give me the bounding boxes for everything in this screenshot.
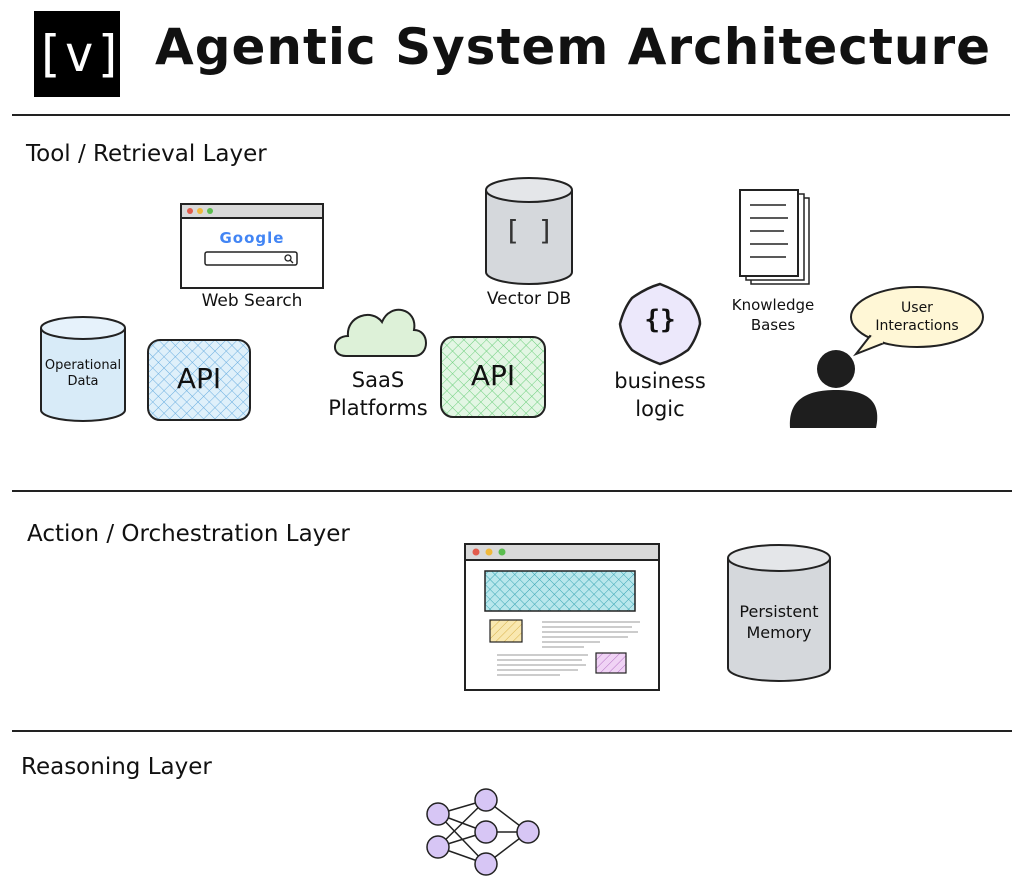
user-person-icon	[789, 350, 878, 428]
user-bubble-line2: Interactions	[875, 318, 959, 334]
saas-label-line1: SaaS	[351, 368, 405, 392]
neural-network-icon	[426, 788, 540, 876]
persistent-memory-label-line1: Persistent	[739, 602, 819, 621]
api-green-label: API	[470, 359, 516, 392]
vector-db-glyph: [ ]	[503, 214, 555, 247]
web-search-browser-icon	[180, 203, 324, 289]
user-bubble-line1: User	[901, 300, 933, 316]
vector-db-cylinder-icon	[485, 177, 573, 285]
persistent-memory-label-line2: Memory	[746, 623, 812, 642]
reasoning-layer-title: Reasoning Layer	[21, 754, 212, 780]
business-logic-badge-icon	[618, 282, 702, 366]
business-logic-glyph: {}	[644, 305, 676, 335]
knowledge-bases-docs-icon	[739, 189, 810, 285]
operational-data-cylinder-icon	[40, 316, 126, 422]
orchestration-app-window-icon	[464, 543, 660, 691]
google-wordmark: Google	[219, 229, 285, 247]
tool-layer-title: Tool / Retrieval Layer	[26, 141, 267, 167]
action-layer-title: Action / Orchestration Layer	[27, 521, 350, 547]
user-speech-bubble	[850, 286, 984, 357]
vector-db-label: Vector DB	[486, 289, 572, 309]
page-title: Agentic System Architecture	[155, 18, 992, 76]
api-blue-label: API	[176, 362, 222, 395]
api-green-box	[440, 336, 546, 418]
api-blue-box	[147, 339, 251, 421]
business-logic-label-line2: logic	[635, 397, 685, 421]
saas-cloud-icon	[334, 308, 427, 357]
operational-data-label-line2: Data	[67, 374, 99, 389]
operational-data-label-line1: Operational	[44, 358, 122, 373]
knowledge-bases-label-line1: Knowledge	[731, 296, 815, 314]
business-logic-label-line1: business	[614, 369, 706, 393]
knowledge-bases-label-line2: Bases	[750, 316, 796, 334]
saas-label-line2: Platforms	[328, 396, 428, 420]
vectara-logo: [v]	[34, 11, 124, 97]
persistent-memory-cylinder-icon	[727, 544, 831, 682]
web-search-label: Web Search	[201, 291, 303, 311]
